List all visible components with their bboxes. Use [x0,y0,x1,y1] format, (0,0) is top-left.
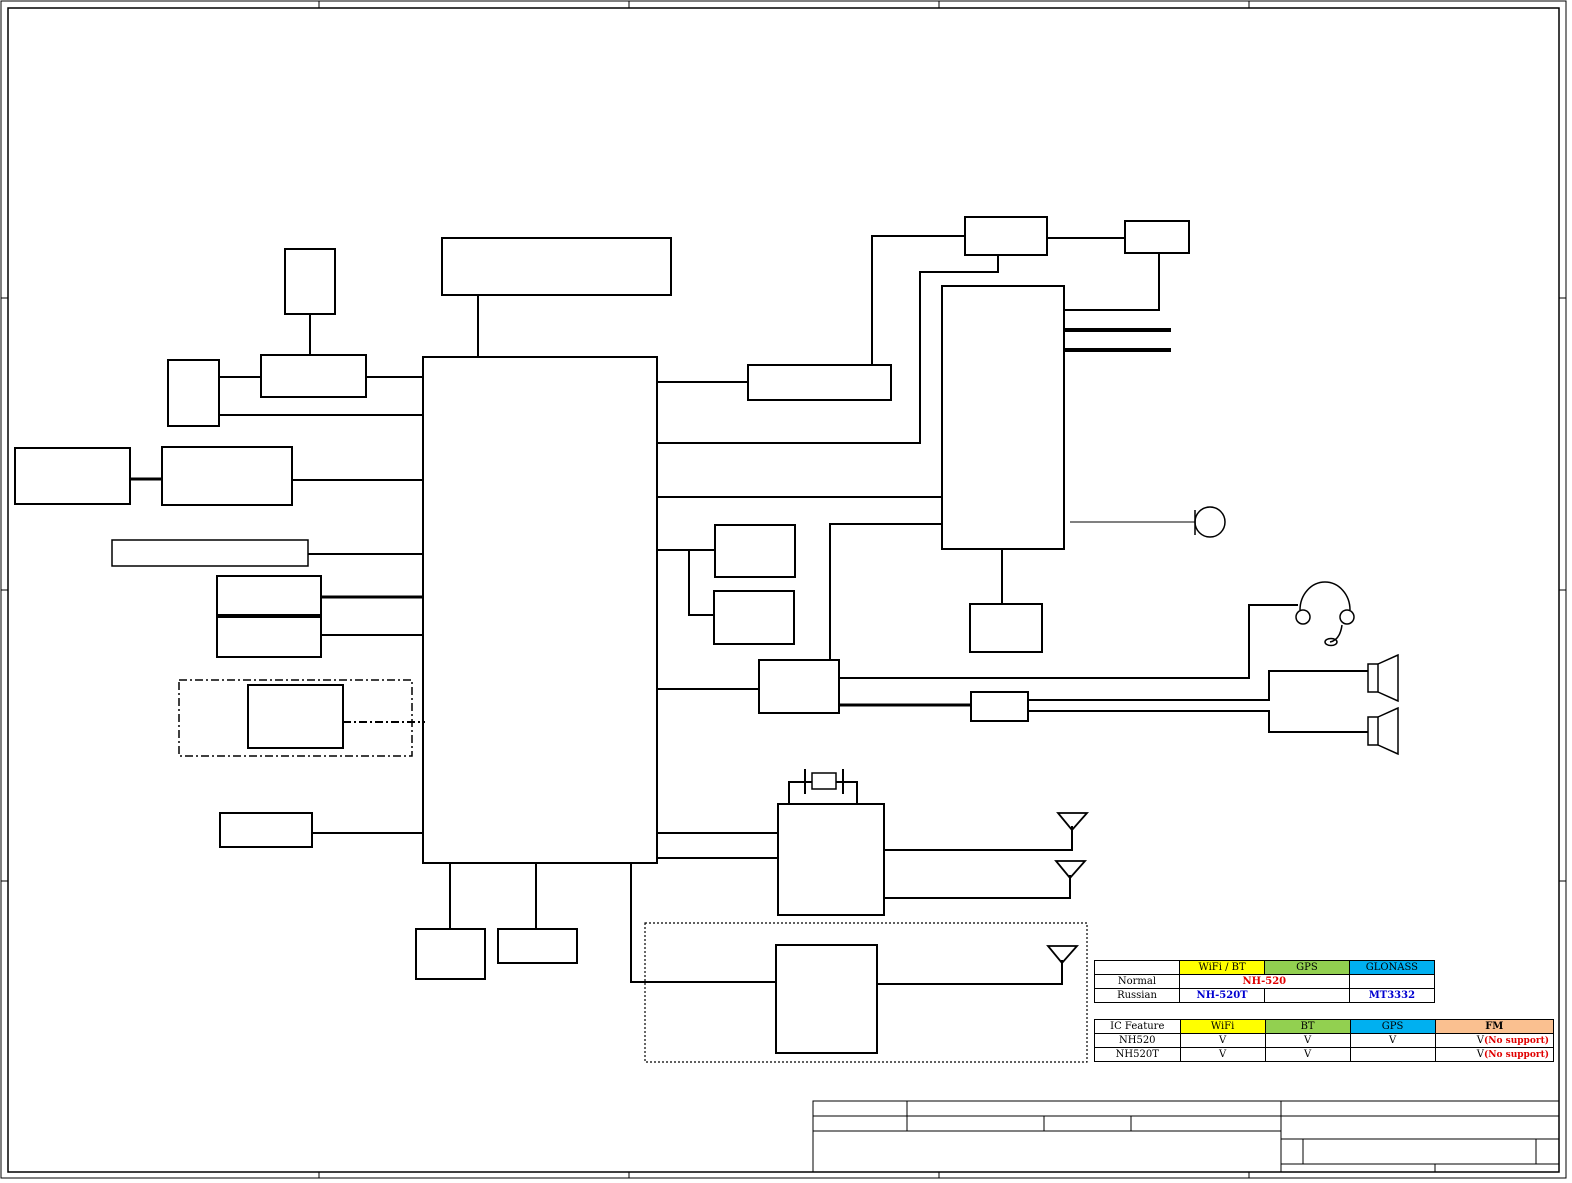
microphone-icon [1070,506,1226,538]
right-tall-block [941,285,1065,550]
module-name: NH-520T [1178,988,1266,1003]
optional-left-block [247,684,344,749]
wires [130,235,1368,985]
feature-cell: V [1179,1033,1266,1048]
feature-cell [1349,1047,1436,1062]
ic-feature-table: IC Feature WiFi BT GPS FM NH520 V V V V(… [1094,1019,1555,1062]
antenna-icon [1046,945,1079,965]
row-label: Normal [1094,974,1180,989]
audio-codec-block [758,659,840,714]
gnss-module-block [775,944,878,1054]
table-header-cell [1094,960,1180,975]
table-row: Russian NH-520T MT3332 [1094,988,1436,1003]
speaker-icon [1367,653,1399,703]
left-bottom-block [219,812,313,848]
mid-small-block-a [714,524,796,578]
table-header-row: IC Feature WiFi BT GPS FM [1094,1019,1555,1034]
dashed-regions [178,679,1088,1063]
module-name: NH-520 [1178,974,1350,989]
table-header-cell: GPS [1349,1019,1436,1034]
top-left-small-block [284,248,336,315]
top-right-block-a [964,216,1048,256]
module-name: MT3332 [1348,988,1436,1003]
row-label: NH520T [1094,1047,1181,1062]
module-name [1348,974,1436,989]
fm-note: (No support) [1484,1049,1549,1060]
title-block [812,1100,1560,1173]
fm-value: V [1476,1034,1485,1046]
antenna-icon [1054,860,1087,880]
connector-block [260,354,367,398]
optional-gnss-region [644,922,1088,1063]
table-header-cell: WiFi / BT [1178,960,1266,975]
main-soc-block [422,356,658,864]
right-lower-block [969,603,1043,653]
table-header-cell: IC Feature [1094,1019,1181,1034]
left-small-block [167,359,220,427]
crystal-box [811,772,837,790]
blocks [14,216,1190,1054]
headset-icon [1295,581,1355,647]
feature-cell: V(No support) [1434,1047,1555,1062]
left-mid-block [161,446,293,506]
table-header-row: WiFi / BT GPS GLONASS [1094,960,1436,975]
table-header-cell: BT [1264,1019,1351,1034]
left-stack-upper [216,575,322,616]
left-stack-lower [216,616,322,658]
table-row: Normal NH-520 [1094,974,1436,989]
feature-cell: V [1179,1047,1266,1062]
wireless-option-table: WiFi / BT GPS GLONASS Normal NH-520 Russ… [1094,960,1436,1003]
top-block-wide [441,237,672,296]
feature-cell: V [1264,1033,1351,1048]
speaker-icon [1367,706,1399,756]
wireless-module-block [777,803,885,916]
row-label: NH520 [1094,1033,1181,1048]
fm-note: (No support) [1484,1035,1549,1046]
amp-block [970,691,1029,722]
antenna-icon [1056,812,1089,832]
bottom-left-block [415,928,486,980]
table-header-cell: WiFi [1179,1019,1266,1034]
feature-cell: V(No support) [1434,1033,1555,1048]
optional-left-region [178,679,413,757]
table-header-cell: GPS [1264,960,1350,975]
mid-small-block-b [713,590,795,645]
feature-cell: V [1264,1047,1351,1062]
top-right-block-b [1124,220,1190,254]
module-name [1264,988,1350,1003]
table-header-cell: FM [1434,1019,1555,1034]
feature-cell: V [1349,1033,1436,1048]
row-label: Russian [1094,988,1180,1003]
table-header-cell: GLONASS [1348,960,1436,975]
left-narrow-block [111,539,309,567]
table-row: NH520 V V V V(No support) [1094,1033,1555,1048]
far-left-block [14,447,131,505]
fm-value: V [1476,1048,1485,1060]
bottom-mid-block [497,928,578,964]
display-bridge-block [747,364,892,401]
table-row: NH520T V V V(No support) [1094,1047,1555,1062]
